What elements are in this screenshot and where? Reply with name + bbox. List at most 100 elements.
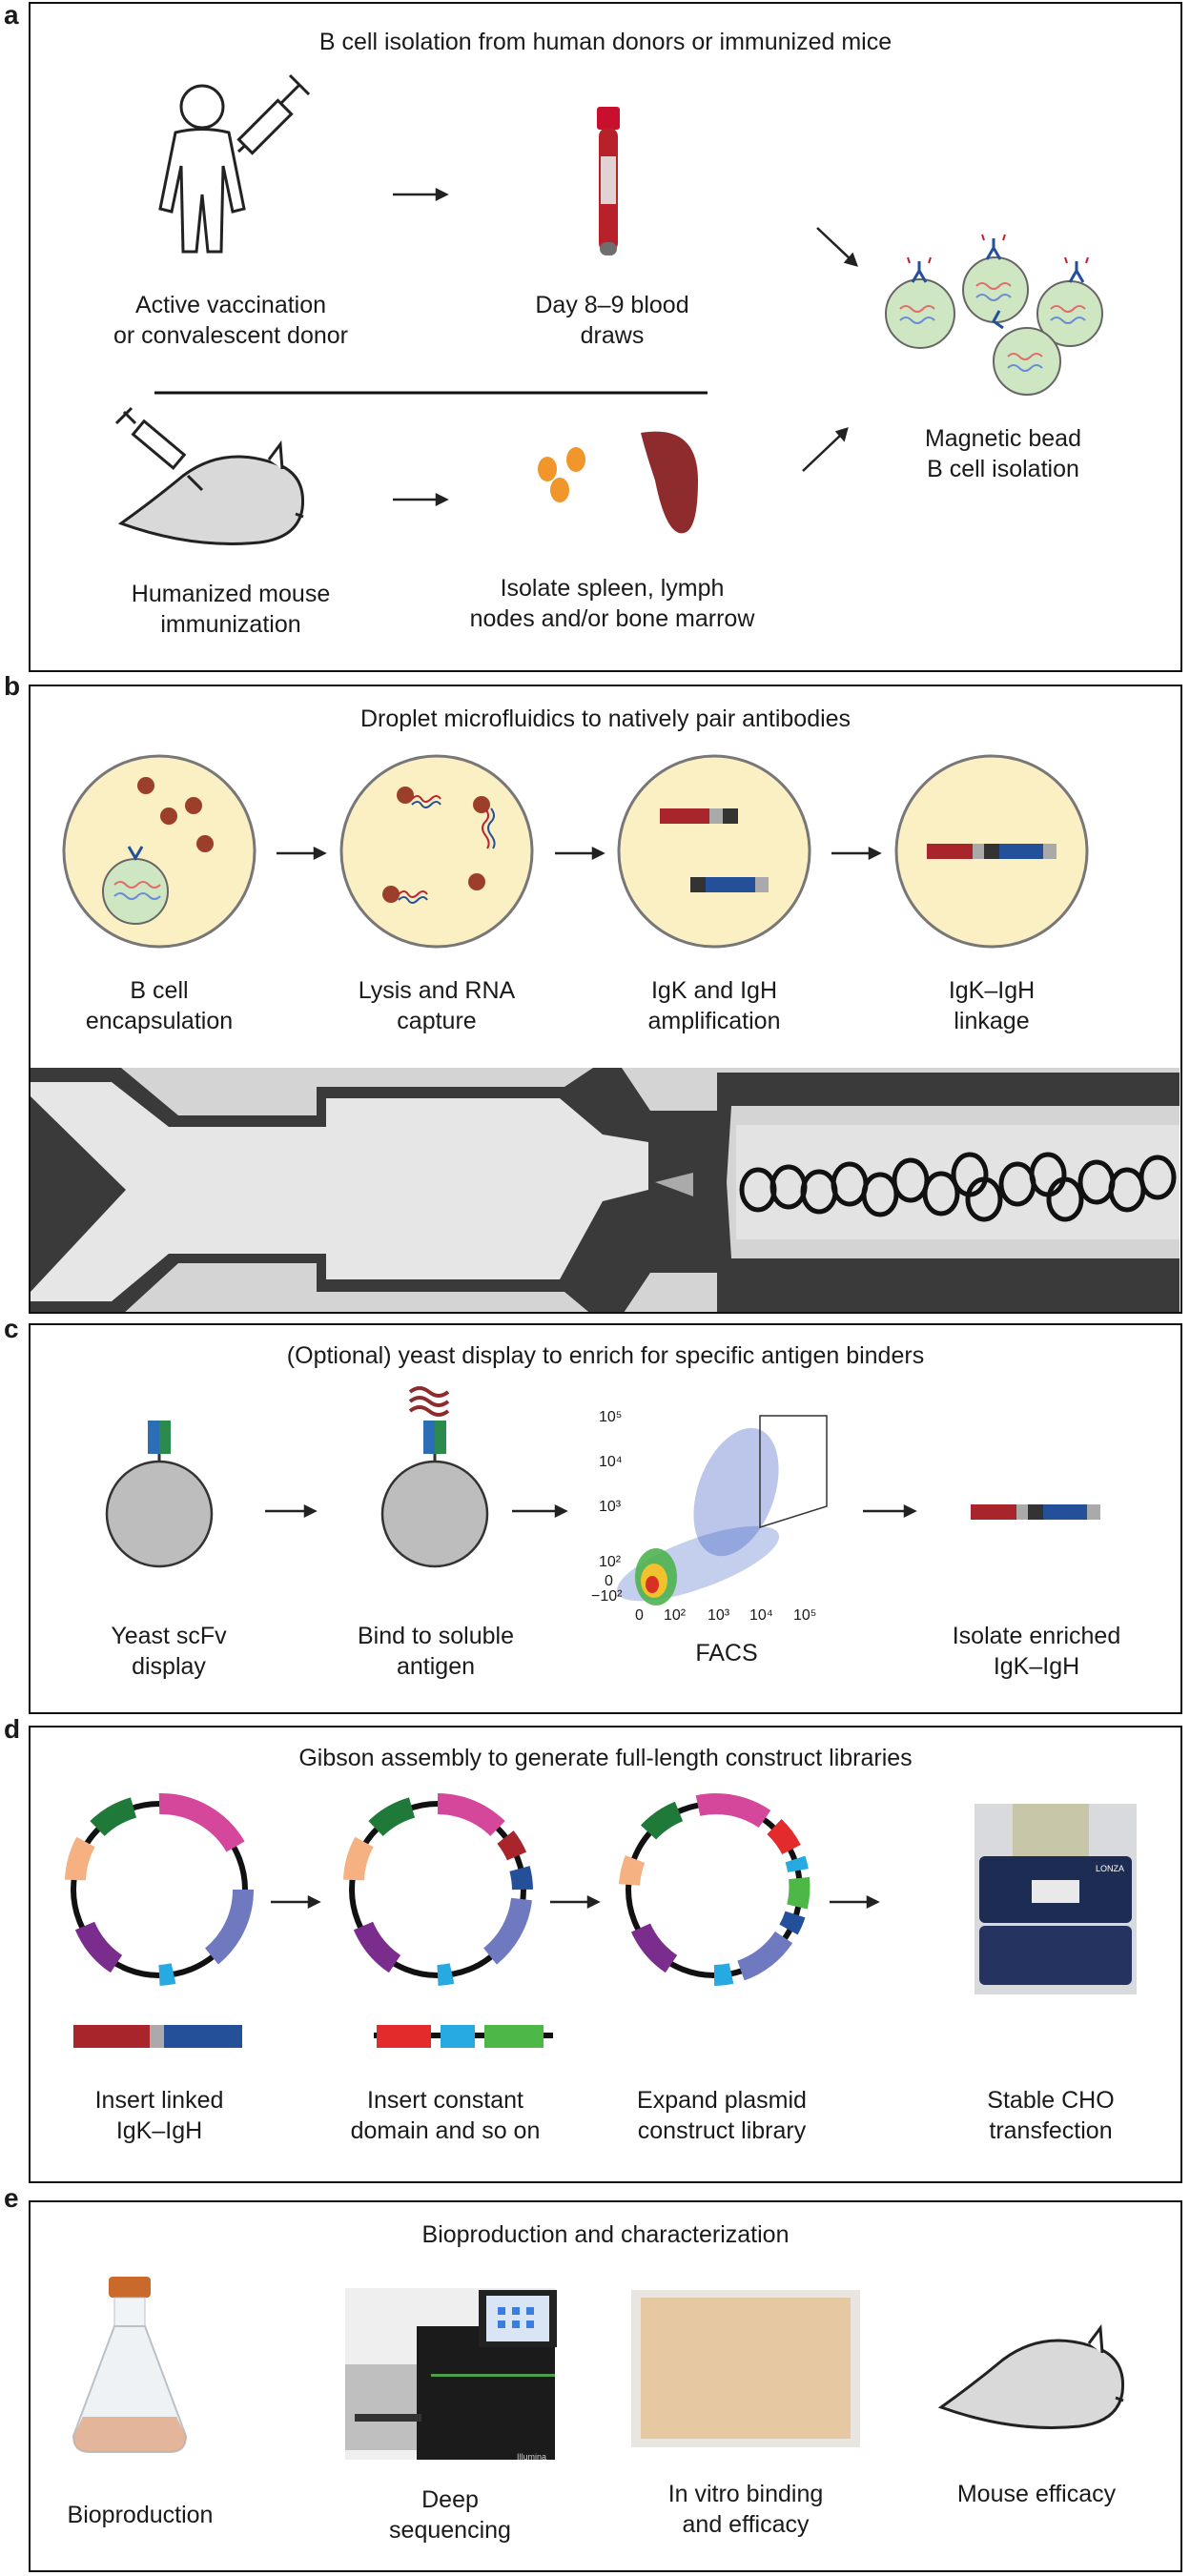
label-e-step1-line1: Bioproduction [67, 2502, 214, 2528]
blood-tube-icon [597, 107, 620, 256]
label-c-step3: FACS [631, 1638, 822, 1668]
syringe-icon-mouse [114, 406, 204, 492]
panel-b-graphics [31, 754, 1180, 1312]
facs-y-tick-4: 10² [599, 1554, 622, 1570]
label-e-step3-line1: In vitro binding [667, 2481, 824, 2507]
panel-c: (Optional) yeast display to enrich for s… [29, 1323, 1182, 1714]
label-spleen-line1: Isolate spleen, lymph [500, 575, 725, 602]
label-e-step4-line1: Mouse efficacy [956, 2481, 1117, 2507]
panel-a-graphics [114, 73, 1103, 545]
panel-d-letter: d [4, 1714, 21, 1744]
label-e-step3: In vitro binding and efficacy [631, 2479, 860, 2540]
plasmid-3 [619, 1793, 810, 1986]
facs-scatter-cloud [616, 1427, 780, 1605]
label-e-step2-line2: sequencing [389, 2517, 511, 2544]
label-spleen: Isolate spleen, lymph nodes and/or bone … [431, 573, 793, 634]
panel-c-graphics [105, 1386, 1100, 1605]
label-d-step1: Insert linked IgK–IgH [40, 2085, 278, 2146]
yeast-cell-2 [380, 1386, 489, 1568]
facs-x-tick-5: 10⁵ [793, 1607, 817, 1624]
panel-b-letter: b [4, 671, 21, 701]
linked-igk-igh [927, 844, 1057, 859]
label-c-step4-line2: IgK–IgH [993, 1653, 1080, 1680]
linked-insert [73, 2025, 242, 2048]
droplet-train [739, 1152, 1177, 1222]
scfv-construct [971, 1504, 1100, 1520]
label-b-step2: Lysis and RNA capture [308, 975, 565, 1036]
label-e-step1: Bioproduction [40, 2500, 240, 2530]
panel-c-title: (Optional) yeast display to enrich for s… [286, 1342, 925, 1369]
instrument-brand-label: LONZA [1096, 1864, 1125, 1873]
arrow-blood-to-bead [816, 227, 851, 260]
panel-e-letter: e [4, 2183, 19, 2213]
panel-b: Droplet microfluidics to natively pair a… [29, 685, 1182, 1314]
facs-x-tick-1: 0 [635, 1607, 644, 1624]
label-b-step2-line2: capture [397, 1008, 477, 1034]
label-blood-line2: draws [580, 322, 645, 349]
label-blood-line1: Day 8–9 blood [535, 292, 689, 318]
label-d-step4-line2: transfection [989, 2117, 1113, 2144]
label-bead: Magnetic bead B cell isolation [860, 423, 1146, 484]
label-e-step2-line1: Deep [421, 2486, 479, 2513]
arrow-spleen-to-bead [802, 434, 842, 472]
panel-e-graphics [72, 2277, 1125, 2460]
label-e-step3-line2: and efficacy [682, 2511, 810, 2538]
bead-cluster-icon [885, 234, 1103, 396]
well-plate-image [631, 2290, 860, 2447]
mouse-icon [117, 440, 305, 545]
facs-y-tick-2: 10⁴ [599, 1454, 623, 1470]
b-cell-icon [102, 846, 169, 925]
label-c-step2-line2: antigen [396, 1653, 476, 1680]
igh-amplicon [690, 877, 769, 892]
facs-gate [759, 1415, 828, 1529]
label-donor-line1: Active vaccination [134, 292, 327, 318]
label-mouse: Humanized mouse immunization [69, 579, 393, 640]
human-donor-icon [158, 84, 246, 254]
label-b-step3-line2: amplification [647, 1008, 781, 1034]
facs-x-tick-4: 10⁴ [749, 1607, 773, 1624]
facs-y-tick-6: −10² [591, 1588, 623, 1605]
label-b-step3: IgK and IgH amplification [585, 975, 843, 1036]
label-bead-line2: B cell isolation [927, 456, 1079, 482]
panel-a-letter: a [4, 0, 19, 30]
label-c-step1: Yeast scFv display [59, 1621, 278, 1682]
label-c-step1-line2: display [132, 1653, 206, 1680]
panel-a: B cell isolation from human donors or im… [29, 2, 1182, 672]
facs-plot [616, 1415, 828, 1605]
panel-e-title: Bioproduction and characterization [421, 2221, 790, 2248]
label-d-step2-line2: domain and so on [350, 2117, 541, 2144]
spleen-icon [641, 431, 698, 534]
label-c-step2-line1: Bind to soluble [357, 1623, 514, 1649]
label-c-step2: Bind to soluble antigen [317, 1621, 555, 1682]
droplet-1 [62, 754, 256, 949]
droplet-3 [617, 754, 811, 949]
plasmid-2 [343, 1793, 533, 1986]
facs-y-tick-3: 10³ [599, 1499, 622, 1515]
syringe-icon [236, 73, 311, 155]
panel-d-title: Gibson assembly to generate full-length … [298, 1745, 913, 1771]
label-d-step1-line1: Insert linked [94, 2087, 224, 2114]
panel-c-letter: c [4, 1314, 19, 1343]
igk-amplicon [660, 808, 738, 824]
microfluidic-chip-image [31, 1068, 1180, 1312]
label-blood: Day 8–9 blood draws [469, 290, 755, 351]
label-b-step4-line1: IgK–IgH [948, 977, 1036, 1004]
label-d-step4-line1: Stable CHO [987, 2087, 1115, 2114]
antigen-icon [408, 1386, 450, 1417]
label-mouse-line1: Humanized mouse [131, 581, 331, 607]
label-c-step4-line1: Isolate enriched [952, 1623, 1121, 1649]
label-d-step3: Expand plasmid construct library [593, 2085, 851, 2146]
label-c-step3-line1: FACS [695, 1640, 758, 1666]
facs-y-tick-1: 10⁵ [599, 1409, 623, 1425]
label-mouse-line2: immunization [160, 611, 301, 638]
panel-d-graphics [65, 1792, 1137, 2048]
panel-b-title: Droplet microfluidics to natively pair a… [359, 705, 851, 732]
label-donor-line2: or convalescent donor [113, 322, 348, 349]
constant-domain-insert [374, 2025, 553, 2048]
label-e-step4: Mouse efficacy [927, 2479, 1146, 2509]
label-e-step2: Deep sequencing [345, 2484, 555, 2545]
panel-e: Bioproduction and characterization [29, 2200, 1182, 2572]
label-c-step4: Isolate enriched IgK–IgH [922, 1621, 1151, 1682]
facs-x-tick-3: 10³ [708, 1607, 730, 1624]
electroporator-image [975, 1804, 1137, 1994]
